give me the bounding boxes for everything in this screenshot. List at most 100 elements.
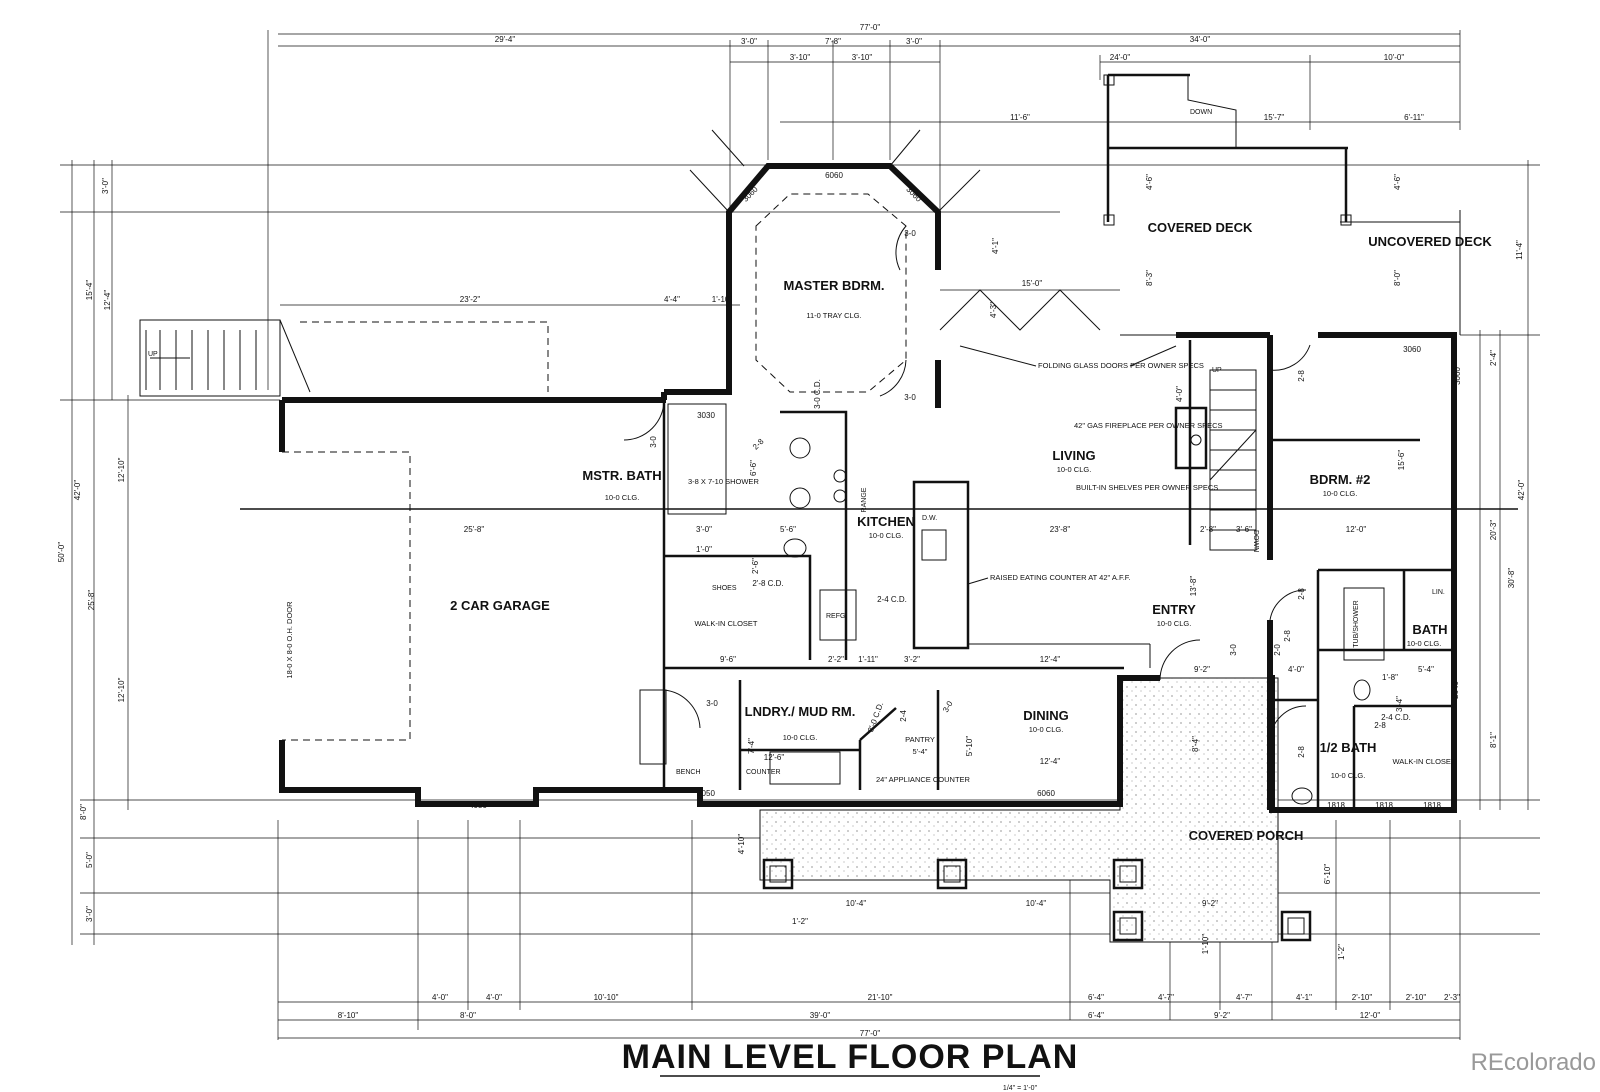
dim-int-34: 2-4 C.D.: [1381, 713, 1411, 722]
opening-23: 2-8: [1283, 630, 1292, 642]
opening-8: 1818: [1327, 801, 1345, 810]
covered-deck-label: COVERED DECK: [1148, 220, 1253, 235]
dim-int-11: 3'-6": [1236, 525, 1252, 534]
opening-12: 3060: [1403, 345, 1421, 354]
dim-left-2: 15'-4": [85, 280, 94, 301]
dim-bay-1: 3'-0": [741, 37, 757, 46]
opening-18: 3-0: [1229, 644, 1238, 656]
dim-bottom-11: 2'-3": [1444, 993, 1460, 1002]
stair-down-label: DOWN: [1252, 530, 1259, 552]
bedroom-2-label: BDRM. #2: [1310, 472, 1371, 487]
opening-2: 3060: [741, 184, 760, 203]
decks: [1103, 73, 1461, 336]
dim-int-5: 12'-4": [1040, 655, 1061, 664]
shoes-label: SHOES: [712, 585, 737, 592]
interior-stairs: [1209, 369, 1257, 551]
dim-int-27: 4'-10": [737, 834, 746, 855]
dim-right-2: 42'-0": [1517, 480, 1526, 501]
kitchen-ceiling: 10-0 CLG.: [869, 531, 904, 540]
bench-label: BENCH: [676, 769, 701, 776]
deck-stair-down-label: DOWN: [1190, 109, 1212, 116]
dim-int-8: 1'-11": [858, 655, 878, 664]
dim-int-9: 2'-2": [828, 655, 844, 664]
dim-misc-9: 4'-6": [1393, 174, 1402, 190]
dim-misc-11: 8'-3": [1145, 270, 1154, 286]
laundry-ceiling: 10-0 CLG.: [783, 733, 818, 742]
entry-ceiling: 10-0 CLG.: [1157, 619, 1192, 628]
opening-14: 3-0: [904, 229, 916, 238]
shower-note: 3-8 X 7-10 SHOWER: [688, 477, 759, 486]
master-bedroom-label: MASTER BDRM.: [783, 278, 884, 293]
dim-int-31: 1'-2": [1337, 944, 1346, 960]
dim-int-32: 2'-6": [751, 558, 760, 574]
dim-misc-8: 4'-6": [1145, 174, 1154, 190]
dim-misc-6: 1'-10": [712, 295, 733, 304]
dim-int-33: 2'-8 C.D.: [752, 579, 783, 588]
dim-int-1: 25'-8": [464, 525, 485, 534]
watermark-logo: REcolorado: [1471, 1049, 1596, 1076]
dim-misc-13: 11'-4": [1515, 240, 1524, 260]
opening-28: 3-0 C.D.: [813, 379, 822, 409]
dim-bottom-2: 4'-0": [486, 993, 502, 1002]
dim-int-26: 1'-2": [792, 917, 808, 926]
dim-bottom-5: 6'-4": [1088, 993, 1104, 1002]
dim-int-7: 3'-2": [904, 655, 920, 664]
dim-int-21: 8'-4": [1191, 736, 1200, 752]
stair-up-label: UP: [1212, 367, 1222, 374]
dim-overall-top: 77'-0": [860, 23, 881, 32]
shelves-note: BUILT-IN SHELVES PER OWNER SPECS: [1076, 483, 1218, 492]
left-dimension-lines: [71, 160, 1529, 945]
opening-19: 2-8: [1297, 370, 1306, 382]
dim-int-30: 1'-10": [1201, 934, 1210, 955]
linen-label: LIN.: [1432, 589, 1445, 596]
dim-int-24: 10'-4": [846, 899, 867, 908]
dim-left-9: 5'-0": [85, 852, 94, 868]
opening-17: 3-0: [706, 699, 718, 708]
dim-left-6: 12'-10": [117, 457, 126, 482]
pantry-label: PANTRY: [905, 735, 935, 744]
fixtures: [639, 403, 1385, 805]
opening-6: 3050: [697, 789, 715, 798]
master-bedroom-ceiling: 11-0 TRAY CLG.: [806, 311, 861, 320]
dim-int-12: 13'-8": [1189, 576, 1198, 597]
fireplace-note: 42" GAS FIREPLACE PER OWNER SPECS: [1074, 421, 1223, 430]
bath-label: BATH: [1412, 622, 1447, 637]
dim-bay-inner-2: 3'-10": [852, 53, 873, 62]
dim-misc-1: 11'-6": [1010, 113, 1030, 122]
dim-misc-14: 4'-3": [989, 302, 998, 318]
dim-int-3: 12'-0": [1346, 525, 1367, 534]
dim-misc-4: 23'-2": [460, 295, 481, 304]
covered-porch-label: COVERED PORCH: [1189, 828, 1304, 843]
opening-26: 2-0: [1273, 644, 1282, 656]
opening-27: 2-8: [1374, 721, 1386, 730]
dim-left-1: 3'-0": [101, 178, 110, 194]
garage-door-note: 18-0 X 8-0 O.H. DOOR: [285, 601, 294, 679]
living-ceiling: 10-0 CLG.: [1057, 465, 1092, 474]
opening-9: 1818: [1375, 801, 1393, 810]
dim-top-left: 29'-4": [495, 35, 516, 44]
dim-bottom-4: 21'-10": [868, 993, 893, 1002]
opening-24: 2-4: [899, 710, 908, 722]
pantry-width: 5'-4": [913, 747, 928, 756]
walk-in-closet-2-label: WALK-IN CLOSET: [1392, 757, 1455, 766]
dim-left-7: 25'-8": [87, 590, 96, 611]
opening-21: 2-8: [1297, 746, 1306, 758]
dim-left-3: 12'-4": [103, 290, 112, 311]
room-labels: MASTER BDRM. 11-0 TRAY CLG. MSTR. BATH 1…: [450, 220, 1492, 843]
opening-1: 6060: [825, 171, 843, 180]
dim-int-20: 7'-4": [747, 738, 756, 754]
dim-bay-2: 7'-8": [825, 37, 841, 46]
appliance-counter-note: 24" APPLIANCE COUNTER: [876, 775, 971, 784]
dim-int-13: 9'-2": [1194, 665, 1210, 674]
opening-4: 3030: [697, 411, 715, 420]
living-label: LIVING: [1052, 448, 1095, 463]
dim-bottom-15: 6'-4": [1088, 1011, 1104, 1020]
kitchen-label: KITCHEN: [857, 514, 915, 529]
dim-misc-7: 15'-0": [1022, 279, 1043, 288]
dim-bottom-overall: 77'-0": [860, 1029, 881, 1038]
dim-misc-5: 4'-4": [664, 295, 680, 304]
opening-5: 4050: [469, 801, 487, 810]
dim-int-28: 9'-2": [1202, 899, 1218, 908]
garage-stair-up-label: UP: [148, 351, 158, 358]
exterior-walls: [279, 163, 1457, 813]
